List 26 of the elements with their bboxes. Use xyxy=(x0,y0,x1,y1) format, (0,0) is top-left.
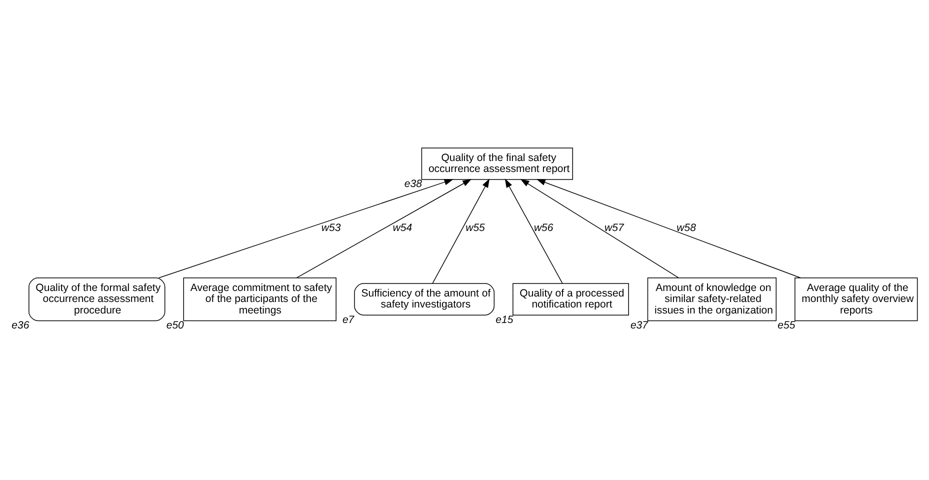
arrow xyxy=(520,178,679,278)
edge-label: w56 xyxy=(534,222,554,234)
edge-label: w53 xyxy=(321,222,341,234)
node-label: e37 xyxy=(630,319,648,332)
node-box: Average quality of the monthly safety overview reports xyxy=(794,278,918,322)
node-label: e55 xyxy=(778,319,796,332)
edge-label: w54 xyxy=(392,222,412,234)
node-label: e7 xyxy=(342,314,354,326)
node-label: e38 xyxy=(404,178,422,190)
arrow xyxy=(296,178,472,278)
arrow xyxy=(536,179,802,278)
node-box: Sufficiency of the amount of safety investigators xyxy=(354,283,495,316)
node-box: Average commitment to safety of the participants of the meetings xyxy=(183,278,336,322)
node-box: Quality of the final safety occurrence assessment report xyxy=(421,148,574,180)
node-box: Quality of a processed notification report xyxy=(512,283,629,316)
arrow xyxy=(504,178,563,284)
edge-label: w57 xyxy=(604,222,624,234)
node-label: e36 xyxy=(12,319,30,332)
node-label: e15 xyxy=(496,314,514,326)
arrow xyxy=(158,179,454,278)
arrow xyxy=(432,178,490,284)
node-box: Quality of the formal safety occurrence assessment procedure xyxy=(28,278,166,322)
edge-label: w55 xyxy=(466,222,485,234)
edge-label: w58 xyxy=(676,222,696,234)
node-box: Amount of knowledge on similar safety-related issues in the organization xyxy=(647,278,777,322)
node-label: e50 xyxy=(166,319,184,332)
